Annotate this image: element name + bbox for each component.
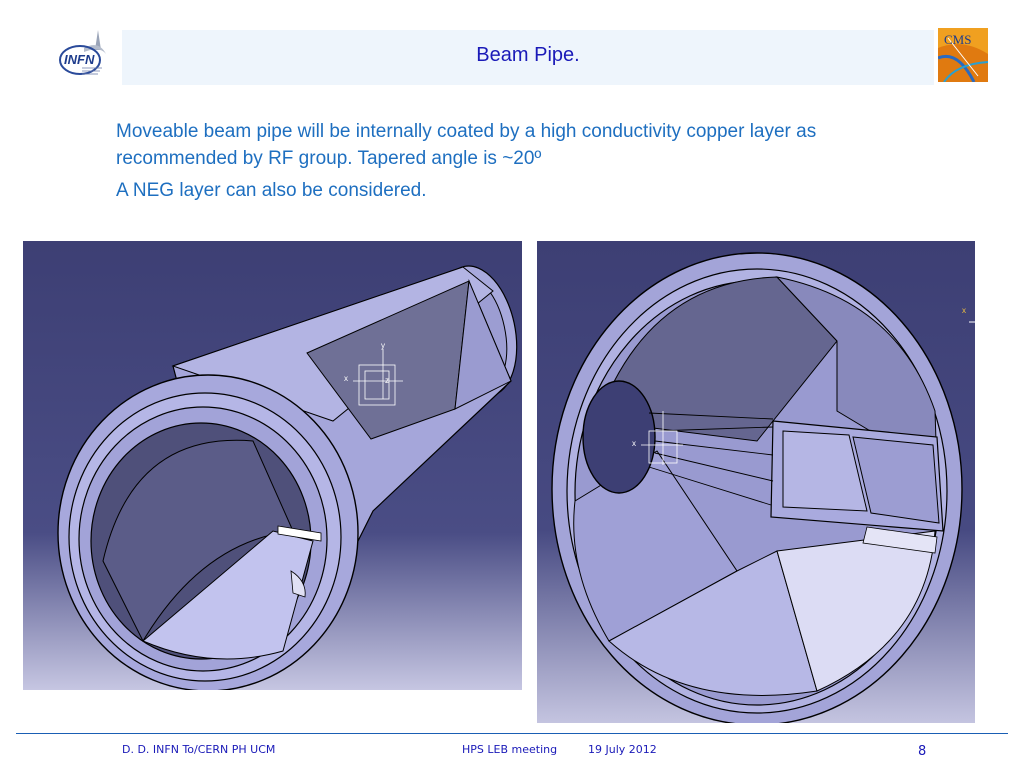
page-number: 8 (918, 744, 927, 759)
left-axis-y: y (381, 341, 385, 350)
footer-date: 19 July 2012 (588, 743, 657, 756)
cms-logo-text: CMS (944, 32, 971, 47)
infn-logo-text: INFN (64, 52, 95, 67)
footer-author: D. D. INFN To/CERN PH UCM (122, 743, 276, 756)
footer-meeting: HPS LEB meeting (462, 743, 558, 756)
right-axis-x-edge: x (962, 306, 966, 315)
title-bar: Beam Pipe. (122, 30, 934, 85)
beam-pipe-render-right: x x (537, 241, 975, 723)
left-axis-z: z (385, 376, 389, 385)
slide-title: Beam Pipe. (476, 44, 580, 66)
infn-logo: INFN (59, 30, 106, 75)
body-paragraph-1: Moveable beam pipe will be internally co… (116, 121, 817, 169)
footer-divider (16, 733, 1008, 734)
cms-logo: CMS (938, 28, 988, 82)
body-text: Moveable beam pipe will be internally co… (116, 118, 896, 204)
right-axis-x: x (632, 439, 636, 448)
beam-pipe-render-left: y x z (23, 241, 522, 690)
body-paragraph-2: A NEG layer can also be considered. (116, 180, 427, 201)
left-axis-x: x (344, 374, 348, 383)
